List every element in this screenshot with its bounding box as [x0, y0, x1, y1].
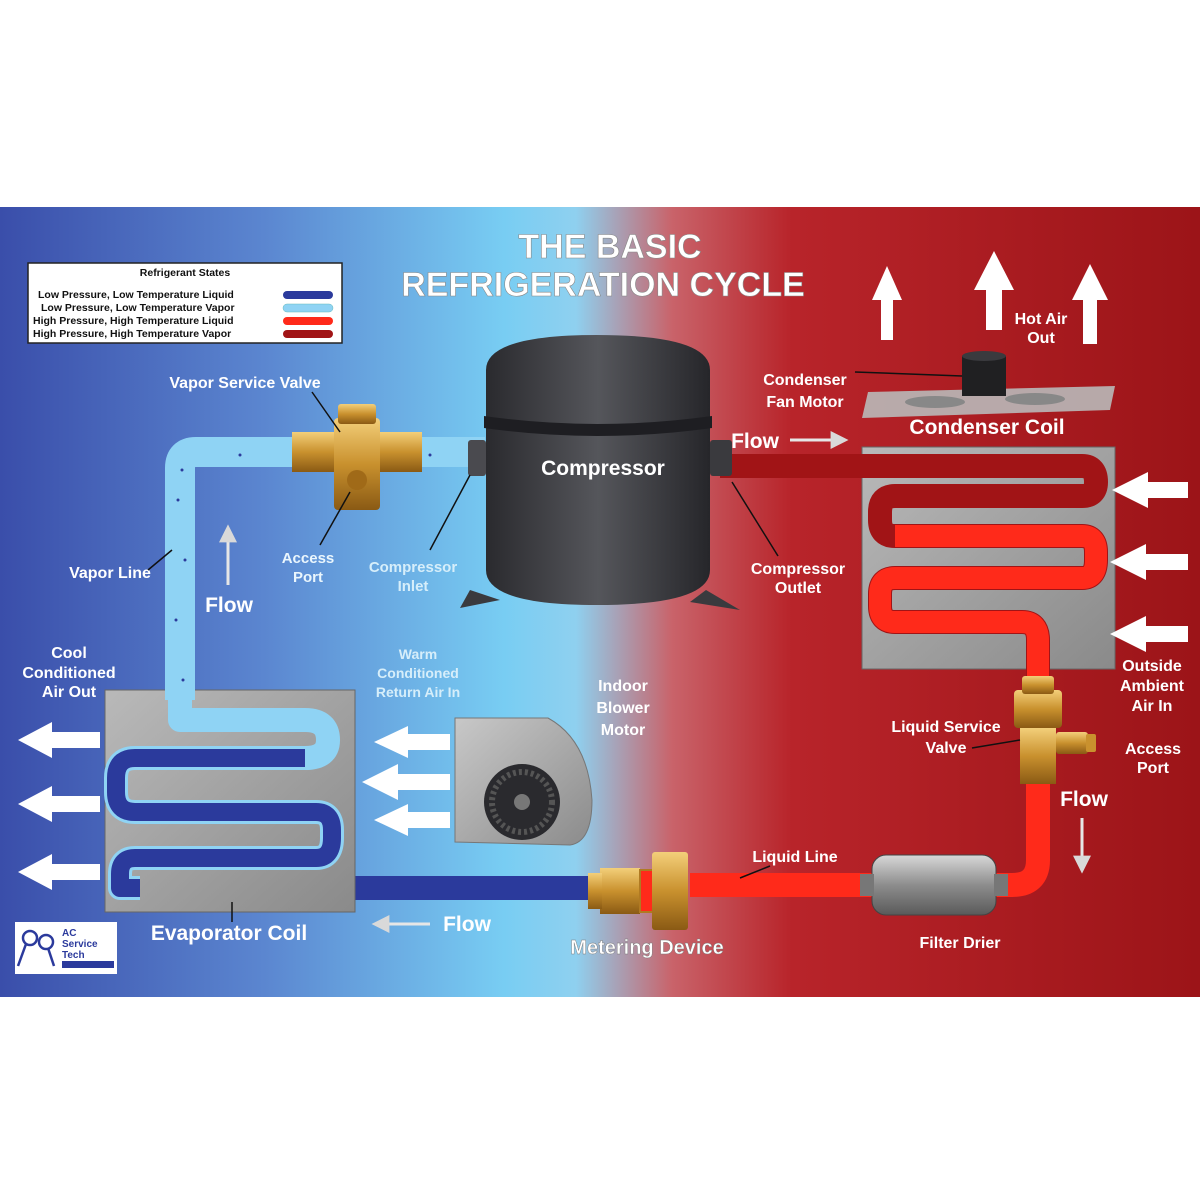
- access-port-right-label: Port: [1137, 760, 1170, 777]
- vapor-service-valve-label: Vapor Service Valve: [169, 375, 320, 392]
- leader-line: [854, 371, 963, 377]
- filter-drier-label: Filter Drier: [920, 935, 1001, 952]
- leader-line: [429, 474, 471, 551]
- title-line-2: REFRIGERATION CYCLE: [401, 266, 805, 304]
- liquid-service-valve: [1014, 676, 1096, 784]
- legend-item-label: Low Pressure, Low Temperature Vapor: [41, 302, 235, 314]
- title-line-1: THE BASIC: [518, 228, 701, 266]
- legend-item-label: High Pressure, High Temperature Vapor: [33, 328, 231, 340]
- ac-service-tech-logo: AC Service Tech: [15, 922, 117, 974]
- condenser-fan: [862, 351, 1115, 418]
- indoor-blower: [454, 717, 593, 846]
- warm-air-arrows: [362, 726, 450, 836]
- legend-swatch: [283, 317, 333, 325]
- arrow-left-icon: [362, 764, 450, 800]
- compressor-inlet-label: Inlet: [398, 578, 429, 595]
- vapor-line-label: Vapor Line: [69, 565, 151, 582]
- warm-air-label: Return Air In: [376, 684, 460, 700]
- metering-device-label: Metering Device: [570, 937, 723, 959]
- outside-air-label: Outside: [1122, 658, 1182, 675]
- logo-text: Service: [62, 939, 98, 950]
- legend-swatch: [282, 303, 334, 313]
- arrow-left-icon: [18, 854, 100, 890]
- legend-heading: Refrigerant States: [140, 267, 231, 279]
- flow-top-label: Flow: [731, 430, 779, 453]
- blower-label: Motor: [601, 722, 645, 739]
- compressor-inlet-label: Compressor: [369, 559, 458, 576]
- outside-air-label: Ambient: [1120, 678, 1185, 695]
- leader-line: [971, 739, 1021, 749]
- cool-air-arrows: [18, 722, 100, 890]
- arrow-left-icon: [1110, 616, 1188, 652]
- flow-right-label: Flow: [1060, 788, 1108, 811]
- liquid-service-valve-label: Liquid Service: [891, 719, 1000, 736]
- outside-air-arrows: [1110, 472, 1188, 652]
- legend-item-label: High Pressure, High Temperature Liquid: [33, 315, 234, 327]
- vapor-line: [165, 437, 485, 700]
- warm-air-label: Conditioned: [377, 665, 459, 681]
- vapor-service-valve: [292, 404, 422, 510]
- arrow-left-icon: [1110, 544, 1188, 580]
- metering-device: [588, 852, 688, 930]
- condenser-fan-motor-label: Fan Motor: [766, 394, 843, 411]
- blower-label: Blower: [596, 700, 649, 717]
- evaporator-coil-label: Evaporator Coil: [151, 922, 307, 945]
- liquid-service-valve-label: Valve: [926, 740, 967, 757]
- compressor-label: Compressor: [541, 457, 665, 480]
- compressor: [460, 335, 740, 610]
- legend-swatch: [283, 291, 333, 299]
- access-port-left: [347, 470, 367, 490]
- arrow-up-icon: [1072, 264, 1108, 344]
- evaporator-coil: [104, 689, 356, 913]
- hot-air-arrows: [872, 251, 1108, 344]
- hot-air-out-label: Hot Air: [1015, 311, 1068, 328]
- legend-swatch: [283, 330, 333, 338]
- logo-text: AC: [62, 928, 76, 939]
- filter-drier: [860, 854, 1008, 916]
- arrow-up-icon: [872, 266, 902, 340]
- liquid-line-label: Liquid Line: [752, 849, 837, 866]
- leader-line: [731, 481, 779, 557]
- flow-left-label: Flow: [205, 594, 253, 617]
- leader-line: [319, 491, 351, 546]
- access-port-left-label: Port: [293, 569, 323, 586]
- leader-line: [311, 391, 341, 433]
- warm-air-label: Warm: [399, 646, 437, 662]
- blower-label: Indoor: [598, 678, 648, 695]
- cool-air-label: Cool: [51, 645, 87, 662]
- legend: Refrigerant States Low Pressure, Low Tem…: [27, 262, 343, 344]
- logo-text: Tech: [62, 950, 85, 961]
- arrow-left-icon: [18, 722, 100, 758]
- hot-air-out-label: Out: [1027, 330, 1055, 347]
- condenser-fan-motor-label: Condenser: [763, 372, 847, 389]
- condenser-coil-label: Condenser Coil: [909, 416, 1064, 439]
- access-port-right-label: Access: [1125, 741, 1181, 758]
- access-port-left-label: Access: [282, 550, 335, 567]
- liquid-line: [690, 700, 1050, 897]
- condenser-coil: [720, 446, 1116, 700]
- arrow-left-icon: [374, 726, 450, 758]
- leader-line: [739, 865, 771, 879]
- access-port-right: [1056, 732, 1088, 754]
- cool-air-label: Conditioned: [22, 665, 115, 682]
- arrow-left-icon: [18, 786, 100, 822]
- legend-item-label: Low Pressure, Low Temperature Liquid: [38, 289, 234, 301]
- arrow-up-icon: [974, 251, 1014, 330]
- outside-air-label: Air In: [1132, 698, 1173, 715]
- compressor-outlet-label: Outlet: [775, 580, 822, 597]
- cool-air-label: Air Out: [42, 684, 97, 701]
- leader-line: [147, 549, 173, 571]
- arrow-left-icon: [1112, 472, 1188, 508]
- arrow-left-icon: [374, 804, 450, 836]
- compressor-outlet-label: Compressor: [751, 561, 845, 578]
- condenser-fan-motor: [962, 356, 1006, 396]
- flow-bottom-label: Flow: [443, 913, 491, 936]
